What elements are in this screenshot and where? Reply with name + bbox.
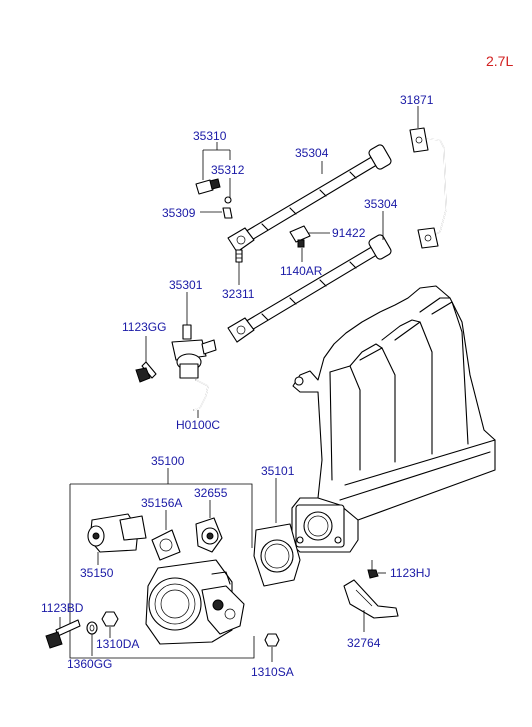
part-label-35304-lower[interactable]: 35304 bbox=[364, 197, 398, 211]
part-labels: 31871 35310 35312 35309 35304 35304 9142… bbox=[41, 93, 434, 679]
part-label-35301[interactable]: 35301 bbox=[169, 278, 203, 292]
part-label-35304-upper[interactable]: 35304 bbox=[295, 146, 329, 160]
part-label-91422[interactable]: 91422 bbox=[332, 226, 366, 240]
throttle-gasket-drawing bbox=[253, 478, 301, 587]
part-label-1360GG[interactable]: 1360GG bbox=[67, 657, 112, 671]
intake-manifold-drawing bbox=[291, 285, 496, 553]
part-label-1123HJ[interactable]: 1123HJ bbox=[390, 566, 430, 580]
injector-fitting-drawing bbox=[195, 142, 233, 219]
part-label-35310[interactable]: 35310 bbox=[193, 129, 227, 143]
part-label-31871[interactable]: 31871 bbox=[400, 93, 434, 107]
part-label-35309[interactable]: 35309 bbox=[162, 206, 196, 220]
bracket-bolt-drawing bbox=[289, 225, 330, 262]
fuel-line-drawing bbox=[409, 106, 447, 249]
engine-variant-label: 2.7L bbox=[486, 53, 513, 69]
bracket-drawing bbox=[343, 560, 399, 632]
part-label-1140AR[interactable]: 1140AR bbox=[280, 264, 323, 278]
part-label-35100[interactable]: 35100 bbox=[151, 454, 185, 468]
part-label-1310DA[interactable]: 1310DA bbox=[96, 637, 139, 651]
throttle-body-group-drawing bbox=[69, 468, 280, 662]
stud-drawing bbox=[235, 249, 243, 285]
part-label-H0100C[interactable]: H0100C bbox=[176, 418, 220, 432]
part-label-35156A[interactable]: 35156A bbox=[141, 496, 182, 510]
pressure-regulator-drawing bbox=[171, 292, 217, 418]
fuel-rail-upper-drawing bbox=[227, 144, 392, 253]
part-label-32655[interactable]: 32655 bbox=[194, 486, 228, 500]
part-label-35101[interactable]: 35101 bbox=[261, 464, 295, 478]
part-label-1123GG[interactable]: 1123GG bbox=[122, 320, 166, 334]
part-label-35312[interactable]: 35312 bbox=[211, 163, 245, 177]
part-label-1310SA[interactable]: 1310SA bbox=[251, 665, 294, 679]
part-label-32764[interactable]: 32764 bbox=[347, 636, 381, 650]
part-label-1123BD[interactable]: 1123BD bbox=[41, 601, 84, 615]
part-label-35150[interactable]: 35150 bbox=[80, 566, 114, 580]
regulator-bolt-drawing bbox=[135, 336, 157, 383]
part-label-32311[interactable]: 32311 bbox=[222, 287, 255, 301]
fuel-rail-lower-drawing bbox=[227, 211, 392, 343]
hardware-bolt-nut-drawing bbox=[45, 611, 119, 656]
